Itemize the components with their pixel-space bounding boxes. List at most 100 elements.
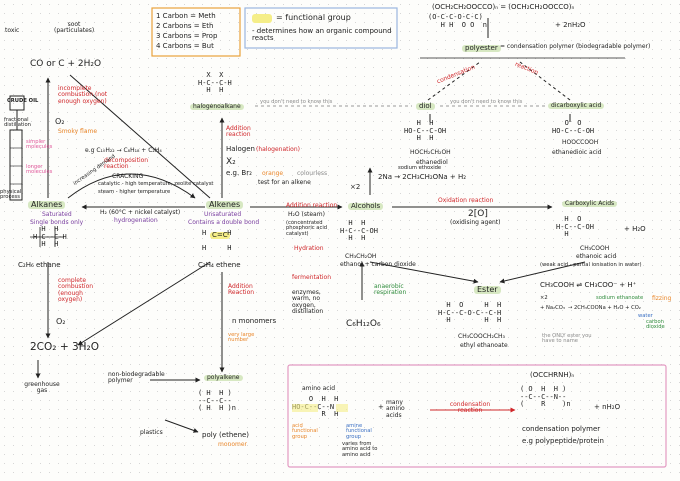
ethene-name: C₂H₄ ethene (198, 261, 241, 269)
monomer-label: monomer (218, 441, 247, 448)
greenhouse-gas: greenhouse gas (24, 381, 60, 395)
acid-functional-group: acid functional group (292, 423, 318, 440)
ester-formula-name: CH₃COOCH₂CH₃ (458, 333, 505, 340)
sodium-ethoxide: sodium ethoxide (398, 165, 442, 171)
ethanol-formula: CH₃CH₂OH (345, 253, 377, 260)
br2-example: e.g. Br₂ (226, 169, 252, 177)
sodium-equation: 2Na → 2CH₃CH₂ONa + H₂ (378, 173, 467, 181)
polypeptide-structure: ( O H H ) --C--C--N-- ( R )n (520, 385, 571, 409)
legend-box (244, 7, 398, 49)
catalytic-cracking: catalytic - high temperature, zeolite ca… (98, 181, 214, 187)
ester-structure: H O H H H-C--C-O-C--C-H H H H (438, 301, 502, 325)
amine-group-highlight (336, 404, 348, 412)
ethanoic-formula: CH₃COOH (580, 245, 610, 252)
line-diagonal (69, 74, 211, 199)
plus-sign: + (378, 403, 384, 411)
key-carbon-4: 4 Carbons = But (156, 42, 214, 50)
diol-name: ethanediol (416, 159, 448, 166)
oxidising-agent: (oxidising agent) (450, 219, 501, 226)
polyester-structure: (O-C-C-O-C-C) H H O O n (428, 13, 488, 29)
weak-acid: (weak acid - partial ionisation in water… (540, 262, 642, 268)
steam-cracking: steam - higher temperature (98, 189, 171, 195)
key-carbon-1: 1 Carbon = Meth (156, 12, 216, 20)
simpler-molecules: simpler molecules (26, 139, 53, 151)
polypeptide-example: e.g polypeptide/protein (522, 437, 604, 445)
carboxylic-title: Carboxylic Acids (562, 200, 618, 208)
poly-ethene-label: poly (ethene) (202, 431, 250, 439)
sodium-ethanoate: sodium ethanoate (596, 295, 644, 301)
many-amino-acids: many amino acids (386, 399, 405, 419)
ester-title: Ester (474, 285, 501, 295)
crude-oil-label: CRUDE OIL (7, 98, 39, 104)
hydration-conditions: (concentrated phosphoric acid catalyst) (286, 220, 328, 237)
dicarboxylic-formula-name: HOOCCOOH (562, 139, 599, 146)
n-monomers: n monomers (232, 317, 277, 325)
fermentation-conditions: enzymes, warm, no oxygen, distillation (292, 289, 324, 315)
sodium-carbonate: + Na₂CO₃ (540, 305, 565, 311)
alkenes-title: Alkenes (206, 200, 244, 210)
ester-name: ethyl ethanoate (460, 342, 508, 349)
ester-note: the ONLY ester you have to name (542, 333, 592, 345)
cracking-word: CRACKING (112, 173, 144, 180)
water-label: water (638, 313, 653, 319)
polyalkene-label: polyalkene (204, 374, 243, 382)
halogen-label: Halogen (226, 145, 255, 153)
saturated-label: Saturated (42, 211, 72, 218)
diol-formula-name: HOCH₂CH₂OH (410, 149, 451, 156)
orange-label: orange (262, 170, 284, 177)
single-bonds-label: Single bonds only (30, 219, 84, 226)
fizzing-label: fizzing (652, 295, 672, 302)
amino-acid-label: amino acid (302, 385, 336, 392)
incomplete-combustion-label: incomplete combustion (not enough oxygen… (58, 85, 108, 105)
longer-molecules: longer molecules (26, 164, 53, 176)
alcohol-x2: ×2 (350, 183, 361, 191)
ethane-name: C₂H₆ ethane (18, 261, 61, 269)
halogenoalkane-title: halogenoalkane (190, 103, 244, 111)
oxidation-label: Oxidation reaction (438, 197, 494, 204)
ethene-structure: H H H H (202, 229, 232, 253)
key-carbons-box (151, 7, 241, 57)
amine-functional-group: amine functional group (346, 423, 372, 440)
unsaturated-label: Unsaturated (204, 211, 242, 218)
polyester-formula: (OCH₂CH₂OOCCO)ₙ = (OCH₂CH₂OOCCO)ₙ (432, 3, 575, 11)
repeat-unit: (OCCHRNH)ₙ (530, 371, 575, 379)
diol-title: diol (416, 102, 435, 111)
ethanoic-name: ethanoic acid (576, 253, 617, 260)
fermentation-label: fermentation (292, 274, 332, 281)
halogenoalkane-structure: X X H-C--C-H H H (198, 71, 232, 95)
key-carbon-2: 2 Carbons = Eth (156, 22, 214, 30)
complete-products: 2CO₂ + 3H₂O (30, 341, 100, 353)
o2-incomplete: O₂ (55, 117, 65, 126)
addition-reaction-halogen: Addition reaction (226, 125, 251, 139)
amino-water: + nH₂O (594, 403, 621, 411)
polyethene-structure: ( H H ) --C--C-- ( H H )n (198, 389, 236, 413)
alcohols-title: Alcohols (348, 202, 384, 211)
dont-need-right: you don't need to know this (450, 99, 523, 105)
plastics-label: plastics (140, 429, 163, 436)
diol-structure: H H HO-C--C-OH H H (404, 119, 447, 143)
addition-reaction-alcohol: Addition reaction (286, 202, 338, 209)
smoky-flame: Smoky flame (58, 128, 98, 135)
dont-need-left: you don't need to know this (260, 99, 333, 105)
polyester-label: polyester (462, 44, 501, 53)
acid-group-highlight (292, 404, 318, 412)
ethane-structure: H H H-C--C-H H H (33, 225, 67, 249)
condensation-polymer: condensation polymer (522, 425, 601, 433)
dicarboxylic-structure: O O HO-C--C-OH (552, 119, 595, 135)
arrow-cracking (67, 173, 196, 199)
ethanol-structure: H H H-C--C-OH H H (340, 219, 378, 243)
carbon-dioxide-label: carbon dioxide (646, 319, 665, 331)
key-carbon-3: 3 Carbons = Prop (156, 32, 218, 40)
ethanol-co2: ethanol + carbon dioxide (340, 261, 416, 268)
non-biodegradable: non-biodegradable polymer (108, 371, 165, 385)
very-large-number: very large number (228, 332, 255, 344)
steam-label: H₂O (steam) (288, 211, 325, 218)
carbonate-products: → 2CH₃COONa + H₂O + CO₂ (568, 305, 641, 311)
hydrogenation-conditions: H₂ (60°C + nickel catalyst) (100, 209, 181, 216)
legend-note: - determines how an organic compound rea… (252, 27, 392, 43)
anaerobic-respiration: anaerobic respiration (374, 283, 407, 297)
dicarboxylic-title: dicarboxylic acid (548, 102, 605, 110)
complete-combustion-label: complete combustion (enough oxygen) (58, 277, 94, 303)
arrow-alkene-combustion (77, 261, 211, 346)
